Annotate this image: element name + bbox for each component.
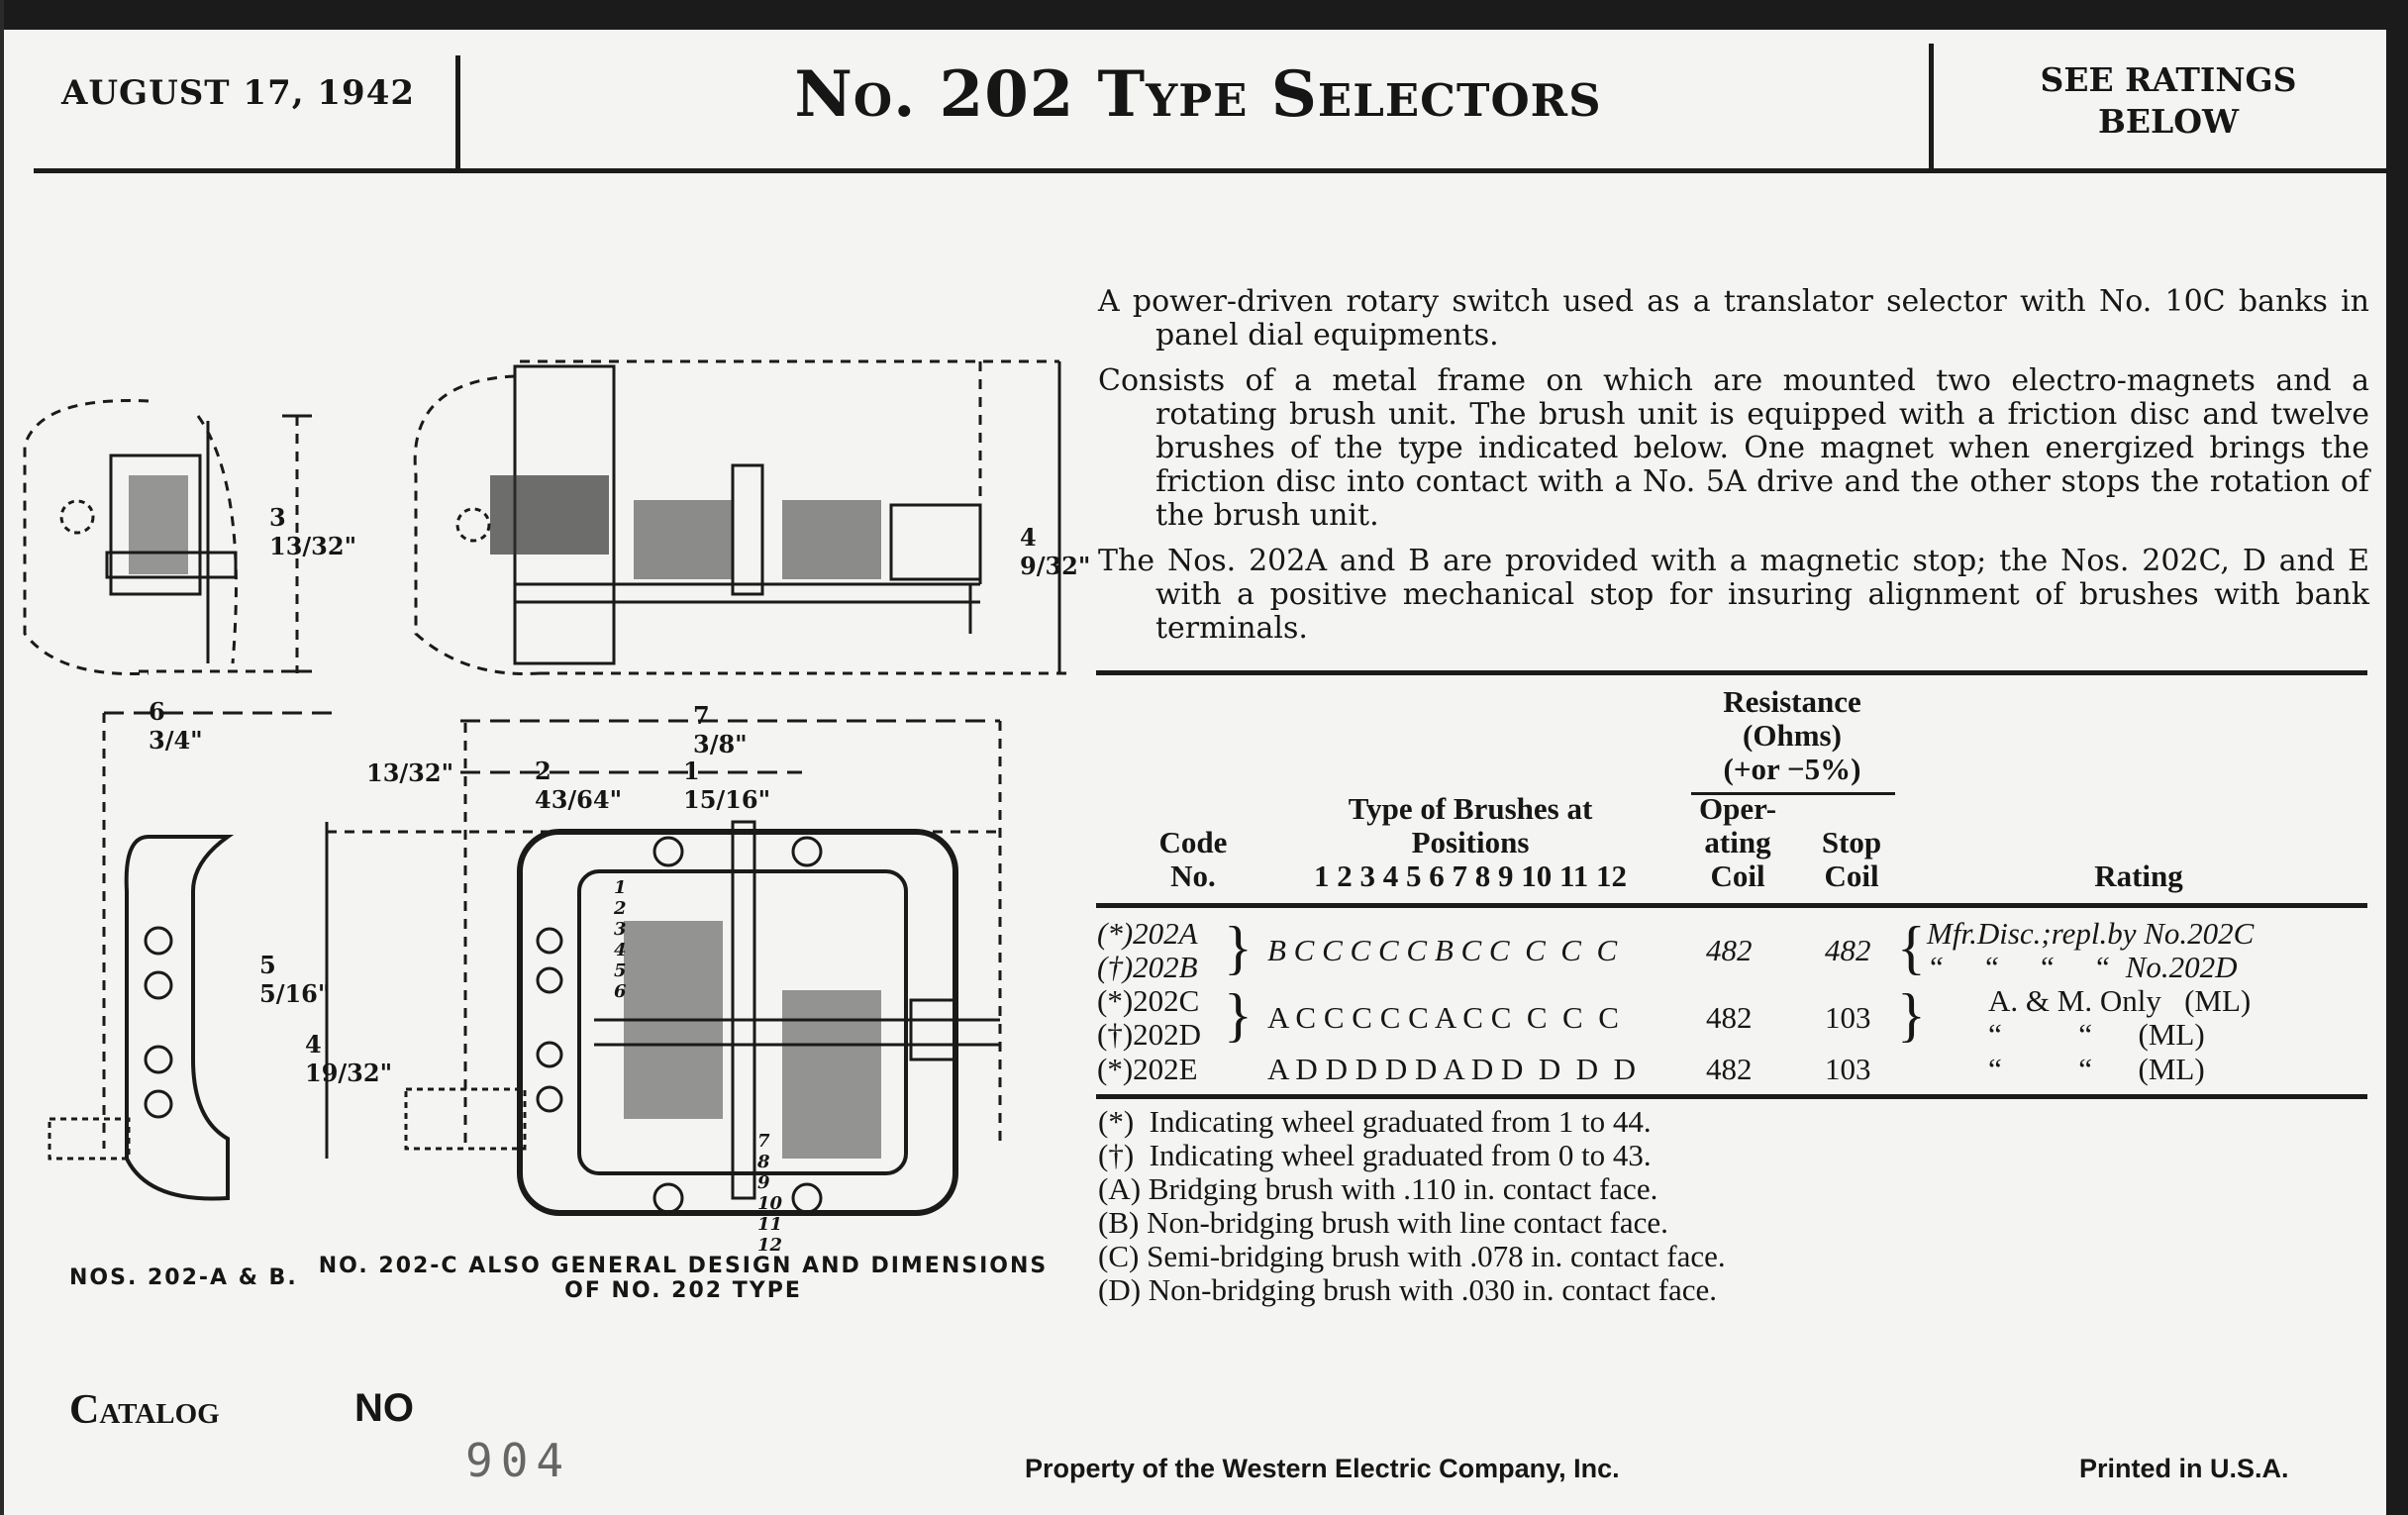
rating-header: Rating [2094,858,2183,893]
header-line: ating [1704,825,1771,859]
stop-coil-cell: 103 [1825,1052,1871,1086]
dimension-label: 7 3/8" [693,701,748,758]
document-date: AUGUST 17, 1942 [61,73,416,113]
dimension-label: 2 43/64" [535,757,623,814]
dimension-label: 3 13/32" [269,503,357,560]
page-title: No. 202 Type Selectors [794,57,1602,132]
property-notice: Property of the Western Electric Company… [1025,1454,1620,1483]
header-line: Stop [1821,825,1882,859]
code-cell: (*)202E [1097,1052,1198,1086]
operating-coil-cell: 482 [1706,1000,1753,1035]
footnote: (B) Non-bridging brush with line contact… [1098,1205,1668,1240]
selector-drawings [23,359,1069,1216]
caption-line: NO. 202-C ALSO GENERAL DESIGN AND DIMENS… [318,1254,1049,1278]
header-line: Oper- [1698,791,1777,826]
scan-border-top [0,0,2408,30]
header-divider [1929,44,1934,170]
brace: } [1224,982,1253,1048]
footnote: (A) Bridging brush with .110 in. contact… [1098,1171,1658,1206]
rating-line: A. & M. Only (ML) [1988,983,2252,1018]
header-line: Coil [1710,858,1765,893]
top-view [404,820,1000,1216]
dimension-label: 13/32" [366,758,454,787]
ratings-note-line: SEE RATINGS [2040,60,2297,99]
dimension-label: 1 15/16" [683,757,771,814]
side-view-large [413,359,1069,675]
resistance-header: Resistance (Ohms) (+or −5%) [1683,685,1901,786]
catalog-label: Catalog [69,1387,220,1433]
operating-coil-cell: 482 [1706,1052,1753,1086]
resistance-underline [1691,792,1895,795]
rating-line: “ “ (ML) [1988,1017,2205,1052]
header-line: (+or −5%) [1723,752,1861,786]
description: A power-driven rotary switch used as a t… [1098,285,2369,657]
code-cell: (*)202C(†)202D [1097,984,1201,1052]
brush-position-label: 1 2 3 4 5 6 [614,877,627,1002]
header-line: Coil [1824,858,1879,893]
caption-left: NOS. 202-A & B. [69,1265,298,1290]
footnote: (D) Non-bridging brush with .030 in. con… [1098,1272,1718,1307]
header-divider [455,55,460,170]
code: (†)202D [1097,1017,1202,1052]
dimension-label: 4 19/32" [305,1030,393,1087]
ratings-note: SEE RATINGS BELOW [1941,59,2396,143]
header-line: Positions [1411,825,1530,859]
stop-coil-header: Stop Coil [1802,826,1901,893]
dimension-label: 6 3/4" [149,697,203,755]
description-paragraph: A power-driven rotary switch used as a t… [1098,284,2369,353]
side-view-small [23,399,317,675]
stop-coil-cell: 103 [1825,1000,1871,1035]
code: (*)202C [1097,983,1200,1018]
rating-line: “ “ “ “ No.202D [1927,950,2238,984]
catalog-no-label: NO [354,1386,414,1430]
table-top-rule [1096,670,2367,675]
dimension-label: 4 9/32" [1020,523,1091,580]
rating-cell: “ “ (ML) [1988,1052,2205,1086]
rating-cell: A. & M. Only (ML)“ “ (ML) [1988,984,2251,1052]
end-view [48,835,235,1201]
catalog-number: 904 [465,1434,572,1487]
code: (†)202B [1097,950,1198,984]
rating-cell: Mfr.Disc.;repl.by No.202C“ “ “ “ No.202D [1927,917,2254,984]
brushes-header: Type of Brushes at Positions 1 2 3 4 5 6… [1257,792,1683,893]
stop-coil-cell: 482 [1825,933,1871,967]
scan-border-right [2386,0,2408,1515]
header-line: No. [1170,858,1216,893]
brace: } [1897,982,1926,1048]
brace: } [1224,915,1253,980]
printed-notice: Printed in U.S.A. [2079,1454,2289,1483]
brushes-cell: A D D D D D A D D D D D [1267,1052,1637,1086]
footnote: (*) Indicating wheel graduated from 1 to… [1098,1104,1652,1139]
rating-line: Mfr.Disc.;repl.by No.202C [1927,916,2255,951]
header-line: Resistance [1723,684,1861,719]
positions-header: 1 2 3 4 5 6 7 8 9 10 11 12 [1313,858,1628,893]
header-line: Type of Brushes at [1348,791,1593,826]
ratings-note-line: BELOW [2097,102,2240,141]
code-cell: (*)202A(†)202B [1097,917,1198,984]
header-line: Code [1158,825,1228,859]
caption-right: NO. 202-C ALSO GENERAL DESIGN AND DIMENS… [297,1254,1069,1303]
table-header-rule [1096,903,2367,908]
description-paragraph: Consists of a metal frame on which are m… [1098,363,2369,533]
brushes-cell: B C C C C C B C C C C C [1267,933,1618,967]
header-line: (Ohms) [1743,718,1842,753]
footnote: (C) Semi-bridging brush with .078 in. co… [1098,1239,1726,1273]
brush-position-label: 7 8 9 10 11 12 [757,1131,783,1256]
caption-line: OF NO. 202 TYPE [564,1278,802,1303]
description-paragraph: The Nos. 202A and B are provided with a … [1098,544,2369,646]
header-rule [34,168,2386,173]
scan-border-left [0,0,4,1515]
operating-coil-header: Oper- ating Coil [1683,792,1792,893]
code: (*)202A [1097,916,1198,951]
dimension-label: 5 5/16" [259,951,331,1008]
operating-coil-cell: 482 [1706,933,1753,967]
table-bottom-rule [1096,1094,2367,1099]
footnotes: (*) Indicating wheel graduated from 1 to… [1098,1105,1726,1307]
brace: { [1897,915,1926,980]
brushes-cell: A C C C C C A C C C C C [1267,1000,1619,1035]
code-header: Code No. [1129,826,1257,893]
footnote: (†) Indicating wheel graduated from 0 to… [1098,1138,1652,1172]
